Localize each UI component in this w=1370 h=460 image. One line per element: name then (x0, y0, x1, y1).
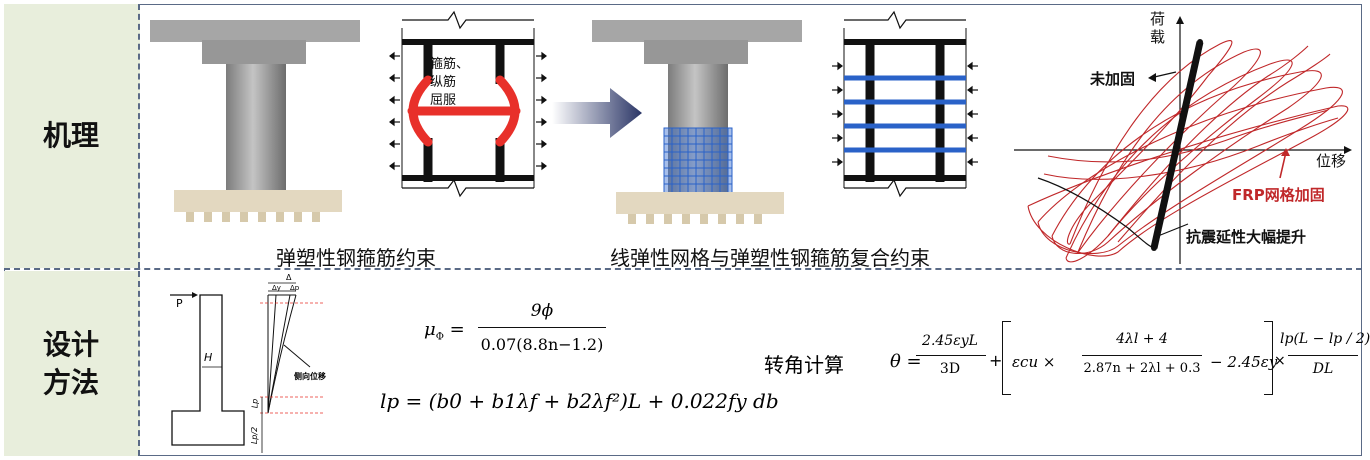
unreinforced-label: 未加固 (1090, 70, 1136, 88)
steel-cage-yield-diagram (389, 10, 547, 198)
frp-label: FRP网格加固 (1232, 186, 1325, 204)
yield-note: 箍筋、 纵筋 屈服 (430, 57, 470, 108)
theta-right-bracket (1264, 321, 1273, 395)
theta-t3: − 2.45εy (1210, 353, 1278, 371)
theta-times: × (1274, 353, 1286, 369)
design-row: 设计 方法 P H 侧向位移 Δ Δy Δp Lp Lp/2 μΦ = 9ϕ 0… (4, 271, 1370, 456)
column-unreinforced-illustration (150, 20, 360, 222)
x-axis-label: 位移 (1316, 152, 1347, 170)
lp-formula: lp = (b0 + b1λf + b2λf²)L + 0.022fy db (380, 389, 779, 413)
height-label: H (204, 351, 213, 364)
theta-plus: + (989, 351, 1003, 370)
delta-total-label: Δ (286, 273, 292, 282)
y-axis-label: 荷 载 (1150, 10, 1166, 46)
mechanism-row: 机理 (4, 4, 1362, 270)
theta-lhs: θ = (890, 351, 922, 372)
mechanism-row-label: 机理 (4, 4, 140, 268)
transition-arrow-icon (552, 88, 642, 138)
delta-p-label: Δp (290, 284, 300, 292)
theta-t1-numerator: 2.45εyL (922, 333, 978, 349)
panel1-caption: 弹塑性钢箍筋约束 (276, 246, 436, 270)
lateral-disp-label: 侧向位移 (294, 372, 326, 381)
column-frp-illustration (592, 20, 802, 224)
panel2-caption: 线弹性网格与弹塑性钢箍筋复合约束 (610, 246, 930, 270)
theta-t4-denominator: DL (1312, 361, 1334, 377)
theta-t1-denominator: 3D (939, 361, 961, 377)
mu-fraction-bar (478, 327, 606, 328)
hysteresis-chart (1014, 16, 1352, 264)
delta-y-label: Δy (272, 284, 281, 292)
theta-t2-denominator: 2.87n + 2λl + 0.3 (1083, 361, 1201, 376)
load-label: P (176, 297, 183, 310)
mu-symbol: μΦ = (424, 319, 465, 343)
ductility-label: 抗震延性大幅提升 (1186, 228, 1307, 246)
rotation-label: 转角计算 (764, 353, 844, 377)
theta-left-bracket (1002, 321, 1011, 395)
theta-t4-numerator: lp(L − lp / 2) (1280, 331, 1370, 347)
lp-label: Lp (250, 398, 260, 409)
theta-t4-bar (1288, 355, 1358, 356)
lp-half-label: Lp/2 (250, 426, 260, 445)
design-row-label: 设计 方法 (4, 271, 140, 456)
theta-t2-bar (1082, 355, 1202, 356)
theta-eps-cu: εcu × (1012, 353, 1056, 371)
theta-t1-bar (916, 355, 986, 356)
mu-numerator: 9ϕ (530, 301, 554, 321)
theta-t2-numerator: 4λl + 4 (1116, 331, 1168, 347)
composite-cage-diagram (832, 10, 978, 198)
mu-denominator: 0.07(8.8n−1.2) (480, 335, 604, 354)
column-sketch-diagram (170, 282, 324, 453)
